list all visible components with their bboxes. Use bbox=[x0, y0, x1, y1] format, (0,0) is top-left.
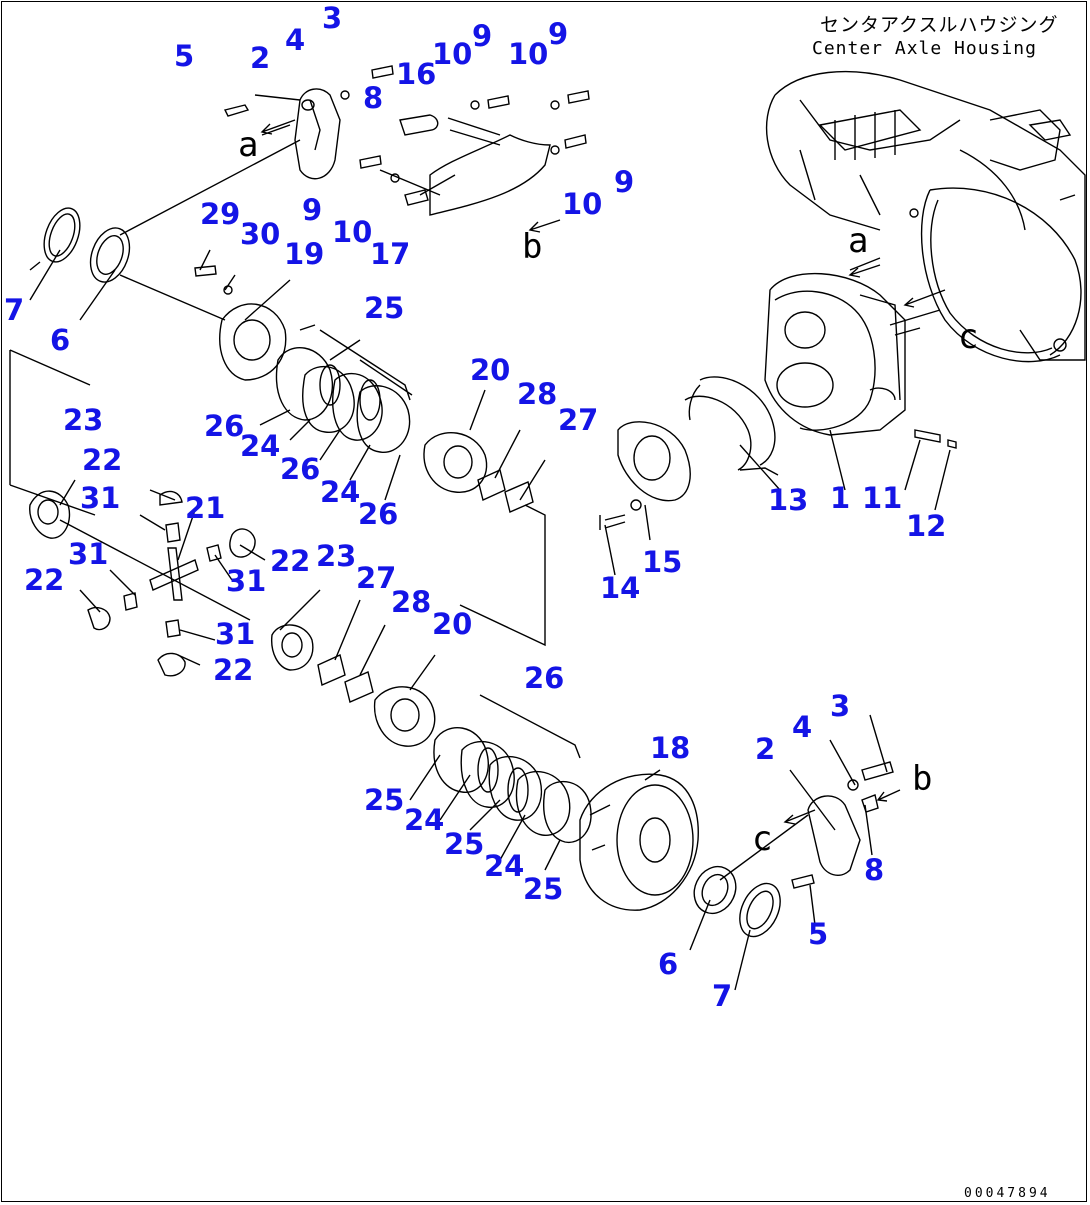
callout-26: 26 bbox=[280, 452, 321, 486]
diff-case-half bbox=[194, 265, 287, 381]
callout-13: 13 bbox=[768, 483, 809, 517]
callout-10: 10 bbox=[562, 187, 603, 221]
callout-20: 20 bbox=[470, 353, 511, 387]
callout-18: 18 bbox=[650, 731, 691, 765]
callout-9: 9 bbox=[302, 193, 323, 227]
callout-7: 7 bbox=[4, 293, 25, 327]
bearing-cage bbox=[599, 421, 691, 530]
callout-21: 21 bbox=[185, 491, 226, 525]
callout-4: 4 bbox=[792, 710, 813, 744]
plate-stack-upper bbox=[275, 329, 413, 453]
carrier-case bbox=[764, 257, 941, 436]
spider-assembly bbox=[59, 490, 256, 677]
title-japanese: センタアクスルハウジング bbox=[820, 14, 1059, 36]
callout-24: 24 bbox=[404, 803, 445, 837]
cap-upper-left bbox=[223, 65, 439, 180]
callout-25: 25 bbox=[444, 827, 485, 861]
callout-7: 7 bbox=[712, 979, 733, 1013]
callout-28: 28 bbox=[517, 377, 558, 411]
callout-23: 23 bbox=[63, 403, 104, 437]
callout-25: 25 bbox=[523, 872, 564, 906]
callout-31: 31 bbox=[226, 564, 267, 598]
callout-5: 5 bbox=[808, 917, 829, 951]
cap-lower-right bbox=[719, 761, 894, 889]
callout-27: 27 bbox=[356, 561, 397, 595]
callout-2: 2 bbox=[250, 41, 271, 75]
drawing-code: 00047894 bbox=[964, 1186, 1051, 1201]
callout-31: 31 bbox=[68, 537, 109, 571]
callout-28: 28 bbox=[391, 585, 432, 619]
callout-19: 19 bbox=[284, 237, 325, 271]
callout-23: 23 bbox=[316, 539, 357, 573]
callout-24: 24 bbox=[484, 849, 525, 883]
callout-17: 17 bbox=[370, 237, 411, 271]
callout-6: 6 bbox=[658, 947, 679, 981]
callout-15: 15 bbox=[642, 545, 683, 579]
shim-stack bbox=[684, 376, 779, 476]
callout-11: 11 bbox=[862, 481, 903, 515]
callout-31: 31 bbox=[80, 481, 121, 515]
callout-9: 9 bbox=[614, 165, 635, 199]
callout-31: 31 bbox=[215, 617, 256, 651]
callout-5: 5 bbox=[174, 39, 195, 73]
callout-25: 25 bbox=[364, 291, 405, 325]
callout-3: 3 bbox=[322, 1, 343, 35]
callout-2: 2 bbox=[755, 732, 776, 766]
callout-26: 26 bbox=[358, 497, 399, 531]
callout-6: 6 bbox=[50, 323, 71, 357]
ref-letter-b-lower: b bbox=[912, 759, 933, 799]
callout-10: 10 bbox=[332, 215, 373, 249]
ref-letter-b-upper: b bbox=[522, 227, 543, 267]
callout-25: 25 bbox=[364, 783, 405, 817]
callout-26: 26 bbox=[524, 661, 565, 695]
callout-20: 20 bbox=[432, 607, 473, 641]
ref-letter-c-lower: c bbox=[752, 819, 773, 859]
center-axle-housing bbox=[765, 70, 1086, 363]
callout-26: 26 bbox=[204, 409, 245, 443]
callout-8: 8 bbox=[864, 853, 885, 887]
ref-letter-a-upper: a bbox=[238, 125, 259, 165]
ref-letter-c-housing: c bbox=[958, 317, 979, 357]
callout-10: 10 bbox=[508, 37, 549, 71]
callout-24: 24 bbox=[320, 475, 361, 509]
callout-22: 22 bbox=[24, 563, 65, 597]
callout-14: 14 bbox=[600, 571, 641, 605]
callout-9: 9 bbox=[548, 17, 569, 51]
callout-3: 3 bbox=[830, 689, 851, 723]
callout-10: 10 bbox=[432, 37, 473, 71]
callout-4: 4 bbox=[285, 23, 306, 57]
ref-letter-a-housing: a bbox=[848, 221, 869, 261]
callout-22: 22 bbox=[213, 653, 254, 687]
callout-29: 29 bbox=[200, 197, 241, 231]
plate-stack-lower bbox=[433, 694, 592, 843]
callout-24: 24 bbox=[240, 429, 281, 463]
callout-1: 1 bbox=[830, 481, 851, 515]
callout-12: 12 bbox=[906, 509, 947, 543]
callout-16: 16 bbox=[396, 57, 437, 91]
lock-plate-group bbox=[359, 90, 590, 216]
callout-9: 9 bbox=[472, 19, 493, 53]
callout-8: 8 bbox=[363, 81, 384, 115]
callout-22: 22 bbox=[270, 544, 311, 578]
title-english: Center Axle Housing bbox=[812, 38, 1037, 59]
callout-22: 22 bbox=[82, 443, 123, 477]
callout-27: 27 bbox=[558, 403, 599, 437]
differential-case bbox=[579, 773, 699, 911]
callout-30: 30 bbox=[240, 217, 281, 251]
